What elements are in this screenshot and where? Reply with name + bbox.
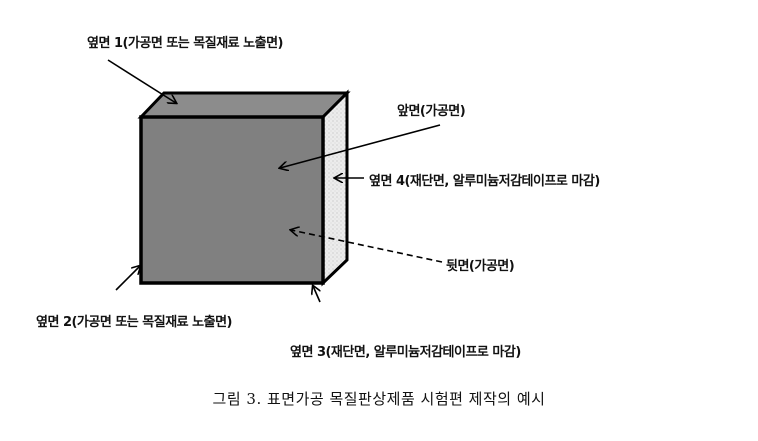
arrow-front: [280, 124, 441, 168]
arrow-back: [291, 230, 443, 263]
label-side4: 옆면 4(재단면, 알루미늄저감테이프로 마감): [369, 174, 600, 189]
arrow-side1: [107, 59, 176, 103]
label-back: 뒷면(가공면): [446, 259, 515, 274]
right-side-face: [321, 89, 349, 287]
front-face: [139, 115, 325, 285]
top-face: [137, 91, 351, 119]
label-side2: 옆면 2(가공면 또는 목질재료 노출면): [36, 315, 232, 330]
label-side1: 옆면 1(가공면 또는 목질재료 노출면): [87, 36, 283, 51]
arrow-side3: [313, 286, 320, 303]
label-front: 앞면(가공면): [397, 104, 466, 119]
label-side3: 옆면 3(재단면, 알루미늄저감테이프로 마감): [290, 345, 521, 360]
arrow-side2: [115, 266, 140, 291]
figure-caption: 그림 3. 표면가공 목질판상제품 시험편 제작의 예시: [212, 390, 546, 408]
